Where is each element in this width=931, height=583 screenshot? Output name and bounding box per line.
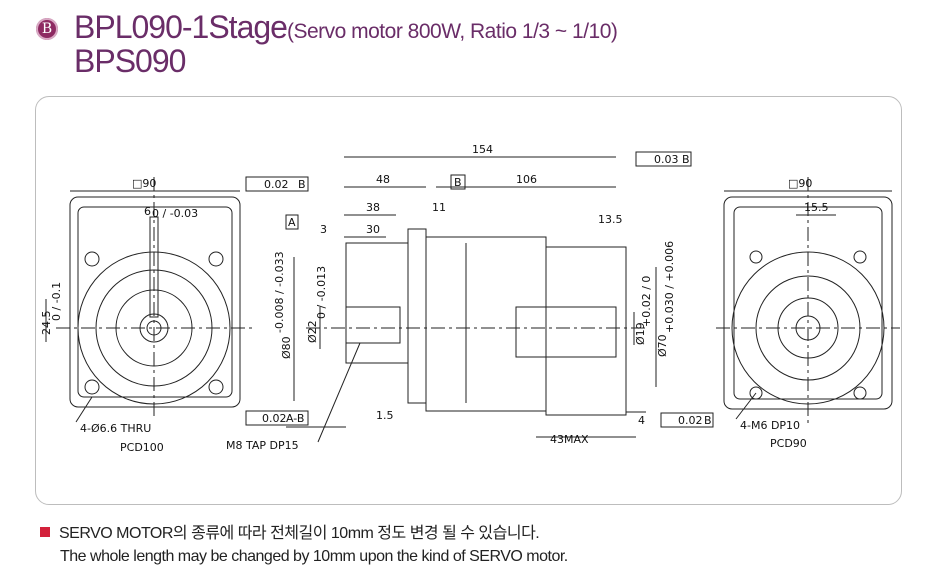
right-view <box>716 177 900 427</box>
note-korean: SERVO MOTOR의 종류에 따라 전체길이 10mm 정도 변경 될 수 … <box>40 519 540 543</box>
mount-hole-tl <box>84 251 100 267</box>
datum-b-frame <box>450 174 466 190</box>
key-slot <box>149 216 159 318</box>
dim-4: 4 <box>638 414 645 427</box>
shaft-body <box>345 242 409 364</box>
gdt-runout-value: 0.02 <box>262 412 287 425</box>
mount-hole-bl <box>84 379 100 395</box>
offset-tol: 0 / -0.1 <box>50 282 63 321</box>
offset-label: 24.5 <box>40 311 53 336</box>
gdt-parallel-value: 0.03 <box>654 153 679 166</box>
page-title: BPL090-1Stage(Servo motor 800W, Ratio 1/… <box>74 9 618 49</box>
gdt-parallel-ref: B <box>682 153 690 166</box>
model-spec: (Servo motor 800W, Ratio 1/3 ~ 1/10) <box>286 20 618 43</box>
gdt-runout-frame <box>245 410 309 426</box>
dim-43max: 43MAX <box>550 433 589 446</box>
right-pcd-label: PCD90 <box>770 437 807 450</box>
spec-close: ) <box>610 20 618 43</box>
note-english: The whole length may be changed by 10mm … <box>60 548 568 565</box>
spec-open: (Servo motor 800W, Ratio <box>286 20 522 43</box>
left-view-labels: □90 6 0 / -0.03 24.5 0 / -0.1 4-Ø6.6 THR… <box>40 177 198 454</box>
dim-dia22: Ø22 <box>306 320 319 343</box>
right-hole-br <box>853 386 867 400</box>
dim-48: 48 <box>376 173 390 186</box>
side-view <box>286 156 657 443</box>
key-width-label: 6 <box>144 205 151 218</box>
adapter-section <box>545 246 627 416</box>
note-korean-text: SERVO MOTOR의 종류에 따라 전체길이 10mm 정도 변경 될 수 … <box>59 525 540 542</box>
gdt-perp-ref-2: B <box>704 414 712 427</box>
gdt-runout-ref: A-B <box>286 412 304 425</box>
gdt-perp-ref-1: B <box>298 178 306 191</box>
motor-shaft-bore <box>515 306 617 358</box>
tap-label: M8 TAP DP15 <box>226 439 299 452</box>
left-flange-inner <box>77 206 233 398</box>
dim-3: 3 <box>320 223 327 236</box>
technical-drawing: □90 6 0 / -0.03 24.5 0 / -0.1 4-Ø6.6 THR… <box>40 143 900 454</box>
dim-dia19-tol: +0.02 / 0 <box>640 276 653 327</box>
mount-hole-tr <box>208 251 224 267</box>
right-square-label: □90 <box>788 177 812 190</box>
gdt-parallel-frame <box>635 151 692 167</box>
left-flange-outline <box>69 196 241 408</box>
mount-hole-br <box>208 379 224 395</box>
dim-30: 30 <box>366 223 380 236</box>
dim-11: 11 <box>432 201 446 214</box>
left-pcd-label: PCD100 <box>120 441 164 454</box>
right-hole-tl <box>749 250 763 264</box>
housing-section <box>425 236 547 412</box>
dim-106: 106 <box>516 173 537 186</box>
tap-leader <box>317 342 361 443</box>
model-alt: BPS090 <box>74 43 186 79</box>
tap-bore <box>345 306 401 344</box>
left-view <box>45 177 252 423</box>
left-square-label: □90 <box>132 177 156 190</box>
datum-b: B <box>454 176 462 189</box>
ratio-tilde: ~ <box>549 20 573 43</box>
gdt-perp-frame-1 <box>245 176 309 192</box>
right-view-labels: □90 15.5 4-M6 DP10 PCD90 <box>740 177 829 450</box>
dim-dia22-tol: 0 / -0.013 <box>315 266 328 319</box>
model-name: BPL090-1Stage <box>74 9 288 45</box>
section-badge: B <box>36 18 58 40</box>
bullet-square-icon <box>40 527 50 537</box>
key-width-tol: 0 / -0.03 <box>152 207 198 220</box>
dim-13-5: 13.5 <box>598 213 623 226</box>
dim-1-5: 1.5 <box>376 409 394 422</box>
ratio-from: 1/3 <box>521 20 550 43</box>
right-hole-tr <box>853 250 867 264</box>
dim-dia70: Ø70 <box>656 334 669 357</box>
right-offset-label: 15.5 <box>804 201 829 214</box>
right-hole-bl <box>749 386 763 400</box>
dim-dia80: Ø80 <box>280 336 293 359</box>
drawing-panel: □90 6 0 / -0.03 24.5 0 / -0.1 4-Ø6.6 THR… <box>35 96 902 505</box>
right-holes-leader <box>735 392 757 420</box>
dim-dia80-tol: -0.008 / -0.033 <box>273 251 286 333</box>
datum-a-frame <box>285 214 299 230</box>
gdt-frames <box>245 151 714 428</box>
badge-letter: B <box>41 21 53 37</box>
dim-dia70-tol: +0.030 / +0.006 <box>663 241 676 333</box>
side-view-labels: 154 48 106 38 30 3 11 13.5 1.5 4 43MAX Ø… <box>226 143 712 452</box>
ratio-to: 1/10 <box>572 20 611 43</box>
flange-section <box>407 228 427 404</box>
gdt-perp-frame-2 <box>660 412 714 428</box>
holes-leader <box>75 396 93 423</box>
dim-total: 154 <box>472 143 493 156</box>
datum-a: A <box>288 216 296 229</box>
dim-38: 38 <box>366 201 380 214</box>
gdt-perp-value-1: 0.02 <box>264 178 289 191</box>
left-holes-label: 4-Ø6.6 THRU <box>80 422 151 435</box>
gdt-perp-value-2: 0.02 <box>678 414 703 427</box>
dim-dia19: Ø19 <box>634 322 647 345</box>
right-holes-label: 4-M6 DP10 <box>740 419 800 432</box>
